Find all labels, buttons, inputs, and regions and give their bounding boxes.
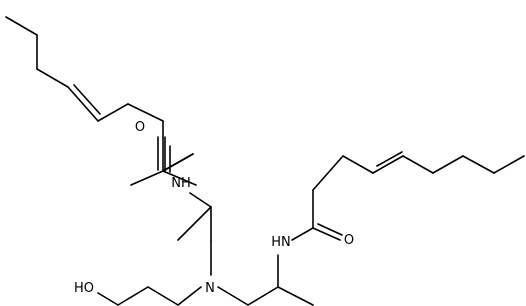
upper-amide-carbonyl (130, 136, 197, 186)
amide-nitrogen-lower: HN (271, 235, 291, 250)
carbonyl-oxygen-lower: O (344, 233, 354, 248)
hydroxyl-group: HO (74, 281, 94, 296)
tertiary-amine-nitrogen: N (205, 281, 215, 296)
carbonyl-oxygen-upper: O (135, 120, 145, 135)
lower-octenoyl-chain (291, 151, 525, 241)
backbone (97, 192, 314, 306)
upper-double-bond (67, 86, 99, 122)
upper-octenoyl-chain (5, 16, 194, 173)
amide-nitrogen-upper: NH (171, 176, 191, 191)
